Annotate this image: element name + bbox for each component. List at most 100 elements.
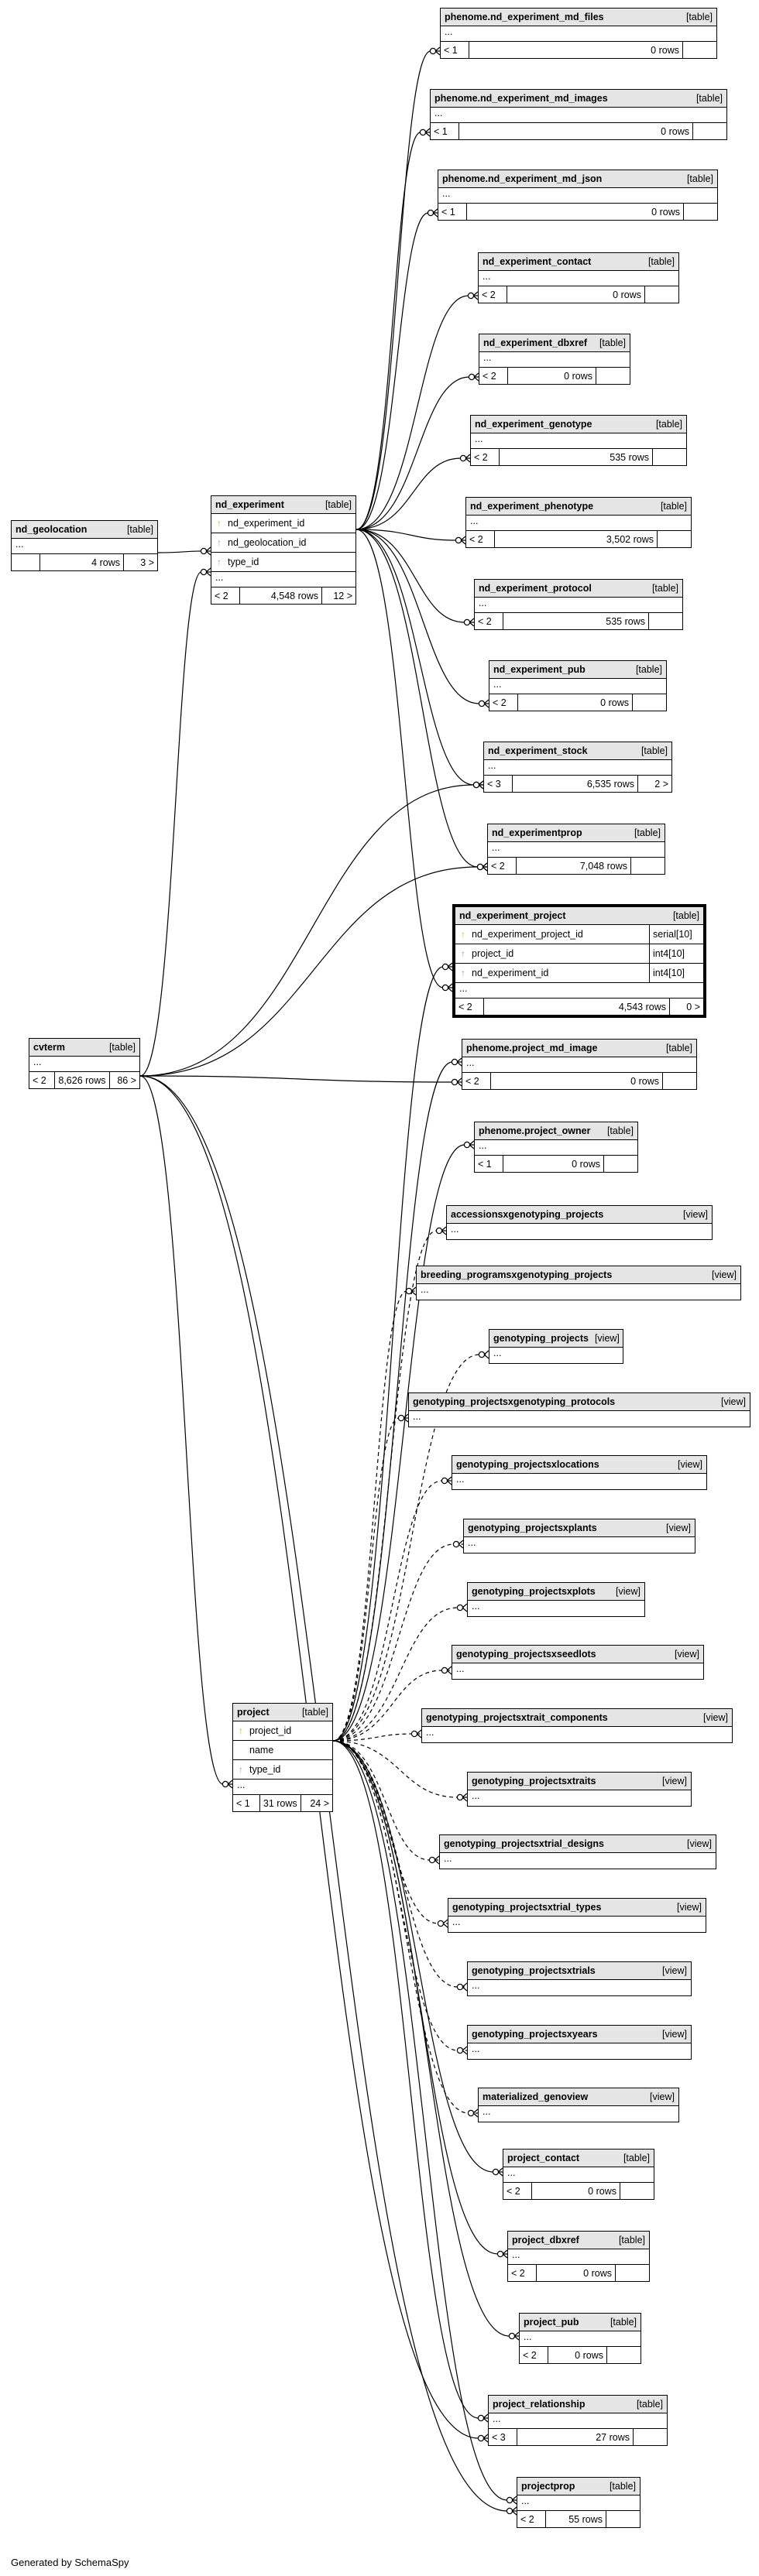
table-header[interactable]: phenome.project_md_image[table] xyxy=(462,1040,696,1057)
table-header[interactable]: project_dbxref[table] xyxy=(508,2232,649,2249)
table-name[interactable]: breeding_programsxgenotyping_projects xyxy=(421,1269,613,1280)
table-header[interactable]: genotyping_projectsxyears[view] xyxy=(468,2026,691,2043)
column-row[interactable]: name xyxy=(233,1741,332,1760)
table-header[interactable]: nd_experiment_dbxref[table] xyxy=(479,334,630,352)
table-name[interactable]: projectprop xyxy=(521,2481,575,2492)
table-header[interactable]: nd_experimentprop[table] xyxy=(488,824,665,842)
view-genotyping-projectsxgenotyping-protocols[interactable]: genotyping_projectsxgenotyping_protocols… xyxy=(408,1392,750,1427)
table-name[interactable]: nd_geolocation xyxy=(15,524,88,535)
table-name[interactable]: nd_experimentprop xyxy=(492,827,582,838)
table-name[interactable]: genotyping_projectsxtrial_designs xyxy=(444,1838,604,1849)
view-genotyping-projectsxseedlots[interactable]: genotyping_projectsxseedlots[view]... xyxy=(452,1645,704,1680)
view-materialized-genoview[interactable]: materialized_genoview[view]... xyxy=(478,2088,679,2122)
column-row[interactable]: ↑type_id xyxy=(211,553,355,572)
table-name[interactable]: genotyping_projects xyxy=(493,1333,589,1344)
view-accessionsxgenotyping-projects[interactable]: accessionsxgenotyping_projects[view]... xyxy=(446,1205,713,1240)
table-name[interactable]: project_contact xyxy=(507,2153,580,2163)
table-name[interactable]: genotyping_projectsxplots xyxy=(472,1586,596,1597)
table-header[interactable]: phenome.nd_experiment_md_json[table] xyxy=(438,170,717,188)
table-header[interactable]: nd_experiment_project[table] xyxy=(455,907,703,925)
table-header[interactable]: nd_experiment_pub[table] xyxy=(489,661,666,679)
table-header[interactable]: nd_experiment_stock[table] xyxy=(484,742,671,760)
column-row[interactable]: ↑nd_geolocation_id xyxy=(211,533,355,553)
table-name[interactable]: nd_experiment_phenotype xyxy=(470,501,594,512)
table-name[interactable]: nd_experiment_stock xyxy=(488,745,588,756)
table-header[interactable]: nd_experiment_genotype[table] xyxy=(471,416,686,433)
table-name[interactable]: genotyping_projectsxtrait_components xyxy=(426,1712,608,1723)
table-header[interactable]: nd_experiment_contact[table] xyxy=(479,253,678,271)
view-breeding-programsxgenotyping-projects[interactable]: breeding_programsxgenotyping_projects[vi… xyxy=(416,1266,741,1300)
view-genotyping-projectsxtrait-components[interactable]: genotyping_projectsxtrait_components[vie… xyxy=(421,1708,733,1743)
table-name[interactable]: nd_experiment_dbxref xyxy=(483,337,588,348)
column-row[interactable]: ↑project_id xyxy=(233,1721,332,1741)
table-header[interactable]: cvterm[table] xyxy=(29,1039,139,1057)
table-name[interactable]: project_pub xyxy=(524,2317,579,2328)
view-genotyping-projectsxplants[interactable]: genotyping_projectsxplants[view]... xyxy=(463,1519,695,1553)
table-nd-experiment-project[interactable]: nd_experiment_project[table] ↑nd_experime… xyxy=(452,904,706,1018)
table-header[interactable]: genotyping_projectsxtrial_designs[view] xyxy=(440,1835,716,1853)
table-name[interactable]: phenome.nd_experiment_md_json xyxy=(442,173,603,184)
table-header[interactable]: nd_experiment_protocol[table] xyxy=(475,580,682,598)
table-name[interactable]: phenome.nd_experiment_md_files xyxy=(445,12,604,22)
table-header[interactable]: genotyping_projectsxplots[view] xyxy=(468,1583,644,1601)
table-phenome-nd-experiment-md-images[interactable]: phenome.nd_experiment_md_images[table]..… xyxy=(430,89,727,140)
view-genotyping-projectsxplots[interactable]: genotyping_projectsxplots[view]... xyxy=(467,1582,645,1617)
table-name[interactable]: genotyping_projectsxlocations xyxy=(456,1459,599,1470)
table-name[interactable]: phenome.project_md_image xyxy=(466,1043,598,1053)
table-header[interactable]: genotyping_projectsxseedlots[view] xyxy=(452,1646,703,1663)
table-name[interactable]: materialized_genoview xyxy=(483,2091,589,2102)
table-name[interactable]: genotyping_projectsxplants xyxy=(468,1523,597,1533)
table-header[interactable]: genotyping_projectsxgenotyping_protocols… xyxy=(409,1393,750,1411)
table-header[interactable]: projectprop[table] xyxy=(517,2478,640,2496)
table-name[interactable]: nd_experiment_protocol xyxy=(479,583,592,594)
table-name[interactable]: cvterm xyxy=(33,1042,65,1053)
table-header[interactable]: genotyping_projects[view] xyxy=(489,1330,623,1348)
table-nd-experiment[interactable]: nd_experiment[table]↑nd_experiment_id↑nd… xyxy=(211,495,356,605)
table-header[interactable]: genotyping_projectsxlocations[view] xyxy=(452,1456,706,1474)
table-phenome-nd-experiment-md-json[interactable]: phenome.nd_experiment_md_json[table]...<… xyxy=(438,170,718,221)
table-header[interactable]: materialized_genoview[view] xyxy=(479,2088,678,2106)
table-name[interactable]: accessionsxgenotyping_projects xyxy=(451,1209,604,1220)
view-genotyping-projectsxyears[interactable]: genotyping_projectsxyears[view]... xyxy=(467,2025,692,2060)
table-header[interactable]: project_relationship[table] xyxy=(489,2396,667,2413)
view-genotyping-projectsxtrials[interactable]: genotyping_projectsxtrials[view]... xyxy=(467,1961,692,1996)
table-name[interactable]: phenome.project_owner xyxy=(479,1125,591,1136)
table-header[interactable]: accessionsxgenotyping_projects[view] xyxy=(447,1206,712,1224)
table-header[interactable]: genotyping_projectsxtrial_types[view] xyxy=(448,1899,706,1917)
table-name[interactable]: genotyping_projectsxseedlots xyxy=(456,1649,596,1660)
table-header[interactable]: phenome.project_owner[table] xyxy=(475,1122,637,1140)
table-header[interactable]: genotyping_projectsxplants[view] xyxy=(464,1519,695,1537)
table-header[interactable]: breeding_programsxgenotyping_projects[vi… xyxy=(417,1266,740,1284)
table-name[interactable]: nd_experiment_contact xyxy=(483,256,592,267)
table-name[interactable]: genotyping_projectsxyears xyxy=(472,2029,598,2040)
table-name[interactable]: nd_experiment_project xyxy=(459,910,566,921)
table-header[interactable]: genotyping_projectsxtrials[view] xyxy=(468,1962,691,1980)
table-header[interactable]: project_contact[table] xyxy=(503,2150,654,2167)
table-header[interactable]: project[table] xyxy=(233,1704,332,1721)
table-name[interactable]: nd_experiment_pub xyxy=(493,664,586,675)
table-name[interactable]: genotyping_projectsxtraits xyxy=(472,1776,596,1786)
view-genotyping-projects[interactable]: genotyping_projects[view]... xyxy=(489,1329,623,1364)
column-row[interactable]: ↑nd_experiment_id xyxy=(211,514,355,533)
table-name[interactable]: nd_experiment xyxy=(215,499,284,510)
view-genotyping-projectsxlocations[interactable]: genotyping_projectsxlocations[view]... xyxy=(452,1455,707,1490)
table-header[interactable]: phenome.nd_experiment_md_files[table] xyxy=(441,9,716,26)
table-header[interactable]: nd_experiment_phenotype[table] xyxy=(466,498,691,516)
table-name[interactable]: genotyping_projectsxtrial_types xyxy=(452,1902,602,1913)
